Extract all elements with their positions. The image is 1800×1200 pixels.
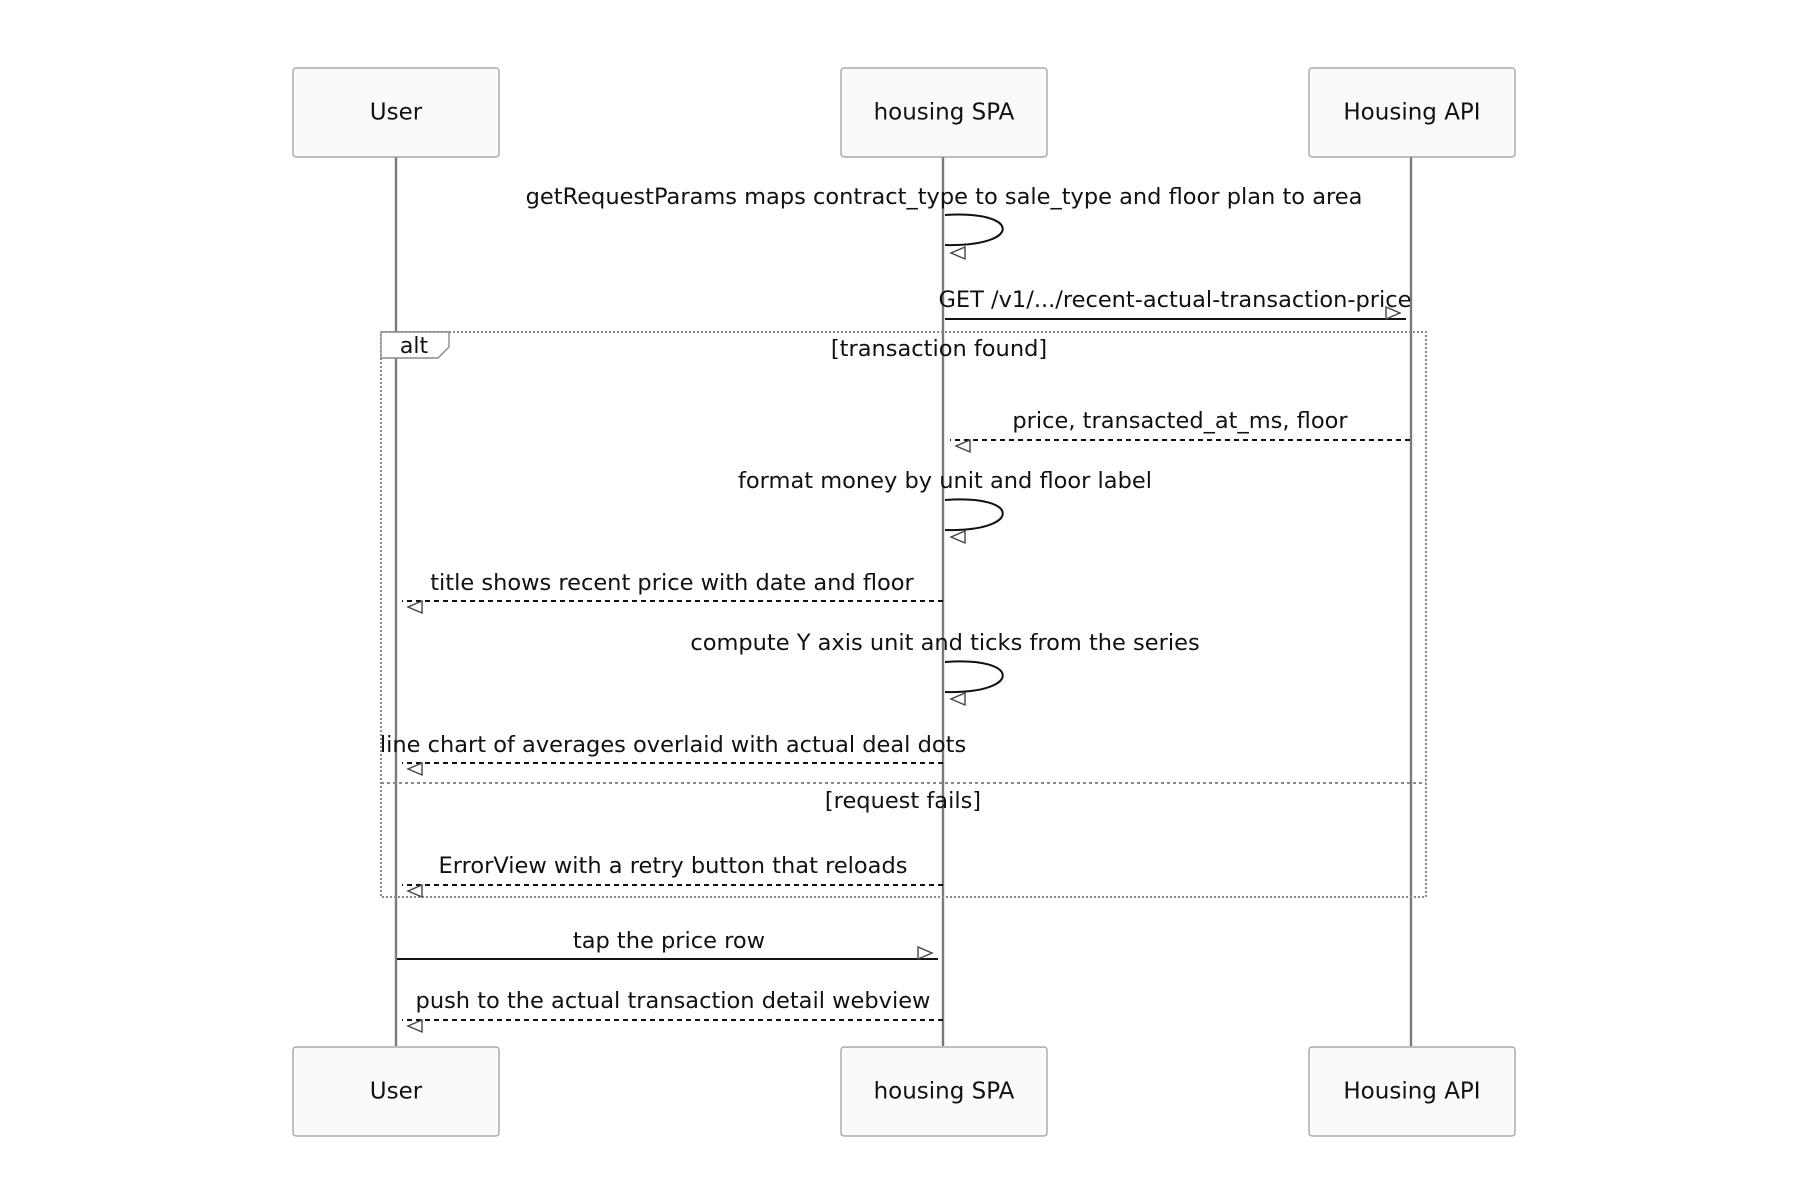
message-label: title shows recent price with date and f… xyxy=(430,570,914,596)
arrowhead xyxy=(406,599,423,615)
participant-label: housing SPA xyxy=(874,1079,1015,1105)
arrowhead xyxy=(917,945,934,961)
message-price-response: price, transacted_at_ms, floor xyxy=(950,408,1410,454)
arrowhead xyxy=(949,529,966,545)
message-line xyxy=(944,660,1004,694)
participant-label: housing SPA xyxy=(874,100,1015,126)
participant-user-bottom: User xyxy=(292,1046,500,1137)
participant-box xyxy=(1308,1046,1516,1137)
message-push-detail: push to the actual transaction detail we… xyxy=(402,988,943,1034)
alt-frame: alt [transaction found] [request fails] xyxy=(380,331,1427,898)
message-title-shows: title shows recent price with date and f… xyxy=(402,570,943,615)
arrowhead xyxy=(949,691,966,707)
participant-label: Housing API xyxy=(1343,1079,1480,1105)
message-label: tap the price row xyxy=(573,928,765,954)
participant-housing-spa-bottom: housing SPA xyxy=(840,1046,1048,1137)
message-line xyxy=(944,498,1004,532)
participant-user-top: User xyxy=(292,67,500,158)
participant-housing-api-bottom: Housing API xyxy=(1308,1046,1516,1137)
message-format-money: format money by unit and floor label xyxy=(738,468,1152,545)
alt-frame-border xyxy=(380,331,1427,898)
message-error-view: ErrorView with a retry button that reloa… xyxy=(402,853,943,899)
arrowhead xyxy=(954,438,971,454)
message-label: push to the actual transaction detail we… xyxy=(416,988,931,1014)
participant-label: User xyxy=(370,100,423,126)
participant-box xyxy=(292,67,500,158)
message-compute-axis: compute Y axis unit and ticks from the s… xyxy=(690,630,1200,707)
participant-housing-spa-top: housing SPA xyxy=(840,67,1048,158)
arrowhead xyxy=(949,245,966,261)
message-label: line chart of averages overlaid with act… xyxy=(380,732,966,758)
message-label: compute Y axis unit and ticks from the s… xyxy=(690,630,1199,656)
message-line-chart: line chart of averages overlaid with act… xyxy=(380,732,966,777)
message-get-recent-price: GET /v1/.../recent-actual-transaction-pr… xyxy=(938,287,1412,321)
participant-label: Housing API xyxy=(1343,100,1480,126)
message-label: format money by unit and floor label xyxy=(738,468,1152,494)
arrowhead xyxy=(406,883,423,899)
message-label: GET /v1/.../recent-actual-transaction-pr… xyxy=(938,287,1411,313)
message-tap-price-row: tap the price row xyxy=(397,928,938,961)
participant-housing-api-top: Housing API xyxy=(1308,67,1516,158)
message-label: getRequestParams maps contract_type to s… xyxy=(526,184,1363,210)
alt-guard-transaction-found: [transaction found] xyxy=(831,336,1047,362)
message-line xyxy=(944,213,1004,247)
participant-box xyxy=(840,67,1048,158)
arrowhead xyxy=(1385,305,1402,321)
message-get-request-params: getRequestParams maps contract_type to s… xyxy=(526,184,1363,261)
participant-label: User xyxy=(370,1079,423,1105)
message-label: ErrorView with a retry button that reloa… xyxy=(439,853,908,879)
arrowhead xyxy=(406,761,423,777)
alt-guard-request-fails: [request fails] xyxy=(825,788,981,814)
alt-frame-keyword: alt xyxy=(400,334,429,359)
message-label: price, transacted_at_ms, floor xyxy=(1012,408,1348,434)
participant-box xyxy=(292,1046,500,1137)
alt-frame-tab xyxy=(380,331,450,359)
arrowhead xyxy=(406,1018,423,1034)
participant-box xyxy=(840,1046,1048,1137)
participant-box xyxy=(1308,67,1516,158)
